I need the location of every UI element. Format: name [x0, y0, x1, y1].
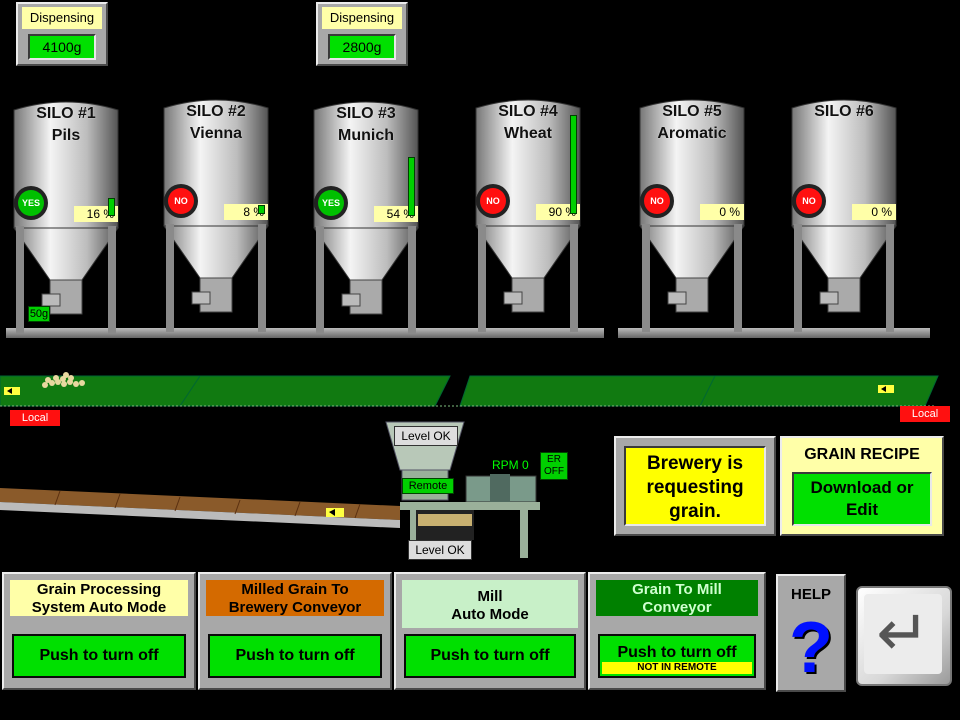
push-to-turn-off-button[interactable]: Push to turn off: [208, 634, 382, 678]
silo-status-text: NO: [480, 188, 506, 214]
silo-support-beam-right: [618, 328, 930, 338]
silo-status-lamp: NO: [164, 184, 198, 218]
grain-recipe-download-button[interactable]: Download or Edit: [792, 472, 932, 526]
silo-name: SILO #5: [662, 103, 722, 120]
push-to-turn-off-button[interactable]: Push to turn off: [404, 634, 576, 678]
silo-level-bar: [408, 157, 415, 216]
panel-title-line-1: Grain Processing: [36, 581, 162, 598]
silo-name: SILO #4: [498, 103, 558, 120]
silo-grain-name: Aromatic: [657, 125, 727, 142]
silo-grain-name: Munich: [338, 127, 394, 144]
silo-status-text: NO: [168, 188, 194, 214]
silo-grain-name: Pils: [51, 127, 81, 144]
silo-level-percent: 8 %: [224, 204, 268, 220]
not-in-remote-warning: NOT IN REMOTE: [602, 662, 752, 674]
silo-grain-name: Vienna: [189, 125, 243, 142]
enter-arrow-icon: ↵: [864, 594, 942, 674]
local-indicator-left: Local: [10, 410, 60, 426]
push-button-label: Push to turn off: [617, 644, 737, 661]
brewery-request-panel: Brewery is requesting grain.: [614, 436, 776, 536]
panel-title-line-2: System Auto Mode: [31, 599, 167, 616]
mill-level-bottom: Level OK: [408, 540, 472, 560]
grain-recipe-line-1: Download or: [810, 478, 914, 497]
mill-level-top: Level OK: [394, 426, 458, 446]
brewery-request-line-1: Brewery is: [646, 453, 744, 474]
silo-level-bar: [108, 198, 115, 216]
silo-name: SILO #3: [336, 105, 396, 122]
dispensing-label: Dispensing: [322, 7, 402, 29]
silo-status-lamp: NO: [476, 184, 510, 218]
panel-title-line-1: Grain To Mill: [632, 581, 722, 598]
brewery-request-line-3: grain.: [669, 501, 721, 522]
silo-status-text: YES: [318, 190, 344, 216]
silo-status-text: NO: [796, 188, 822, 214]
panel-title-line-2: Conveyor: [642, 599, 712, 616]
dispensing-value: 2800g: [328, 34, 396, 60]
brewery-request-line-2: requesting: [646, 477, 744, 498]
help-button[interactable]: HELP ?: [776, 574, 846, 692]
silo-level-percent: 0 %: [852, 204, 896, 220]
silo-status-text: YES: [18, 190, 44, 216]
silo-level-bar: [570, 115, 577, 214]
silo-support-beam-left: [6, 328, 604, 338]
er-text: ER: [547, 454, 561, 465]
panel-title-line-1: Mill: [477, 588, 503, 605]
silo-grain-name: Wheat: [504, 125, 552, 142]
off-text: OFF: [544, 466, 564, 477]
mill-rpm: RPM 0: [492, 458, 529, 472]
silo-status-text: NO: [644, 188, 670, 214]
silo-status-lamp: NO: [640, 184, 674, 218]
dispensing-label: Dispensing: [22, 7, 102, 29]
silo-status-lamp: NO: [792, 184, 826, 218]
grain-recipe-title: GRAIN RECIPE: [804, 446, 920, 463]
help-question-icon: ?: [789, 608, 833, 688]
silo-level-percent: 0 %: [700, 204, 744, 220]
emergency-off-tag: ER OFF: [540, 452, 568, 480]
dispensing-indicator-1: Dispensing 4100g: [16, 2, 108, 66]
mill-remote-tag: Remote: [402, 478, 454, 494]
silo-level-percent: 90 %: [536, 204, 580, 220]
grain-recipe-line-2: Edit: [845, 500, 879, 519]
silo-status-lamp: YES: [314, 186, 348, 220]
dispensing-indicator-3: Dispensing 2800g: [316, 2, 408, 66]
push-to-turn-off-button[interactable]: Push to turn off: [12, 634, 186, 678]
panel-title-line-2: Brewery Conveyor: [228, 599, 362, 616]
push-button-label: Push to turn off: [430, 647, 550, 664]
enter-key-button[interactable]: ↵: [856, 586, 952, 686]
silo-name: SILO #1: [36, 105, 96, 122]
milled-grain-conveyor[interactable]: [0, 476, 410, 536]
panel-title-line-2: Auto Mode: [451, 606, 529, 623]
help-label: HELP: [790, 586, 831, 603]
panel-title-line-1: Milled Grain To: [241, 581, 349, 598]
silo-status-lamp: YES: [14, 186, 48, 220]
silo-name: SILO #2: [186, 103, 246, 120]
push-button-label: Push to turn off: [235, 647, 355, 664]
dispensing-value: 4100g: [28, 34, 96, 60]
grain-conveyor-belt[interactable]: [0, 370, 960, 415]
silo-6[interactable]: SILO #6 NO 0 %: [788, 96, 900, 336]
brewery-request-message: Brewery is requesting grain.: [624, 446, 766, 526]
grain-recipe-panel[interactable]: GRAIN RECIPE Download or Edit: [780, 436, 944, 536]
scale-weight-tag: 50g: [28, 306, 50, 322]
silo-level-percent: 16 %: [74, 206, 118, 222]
push-button-label: Push to turn off: [39, 647, 159, 664]
local-indicator-right: Local: [900, 406, 950, 422]
silo-level-percent: 54 %: [374, 206, 418, 222]
silo-level-bar: [258, 205, 265, 214]
silo-name: SILO #6: [814, 103, 874, 120]
